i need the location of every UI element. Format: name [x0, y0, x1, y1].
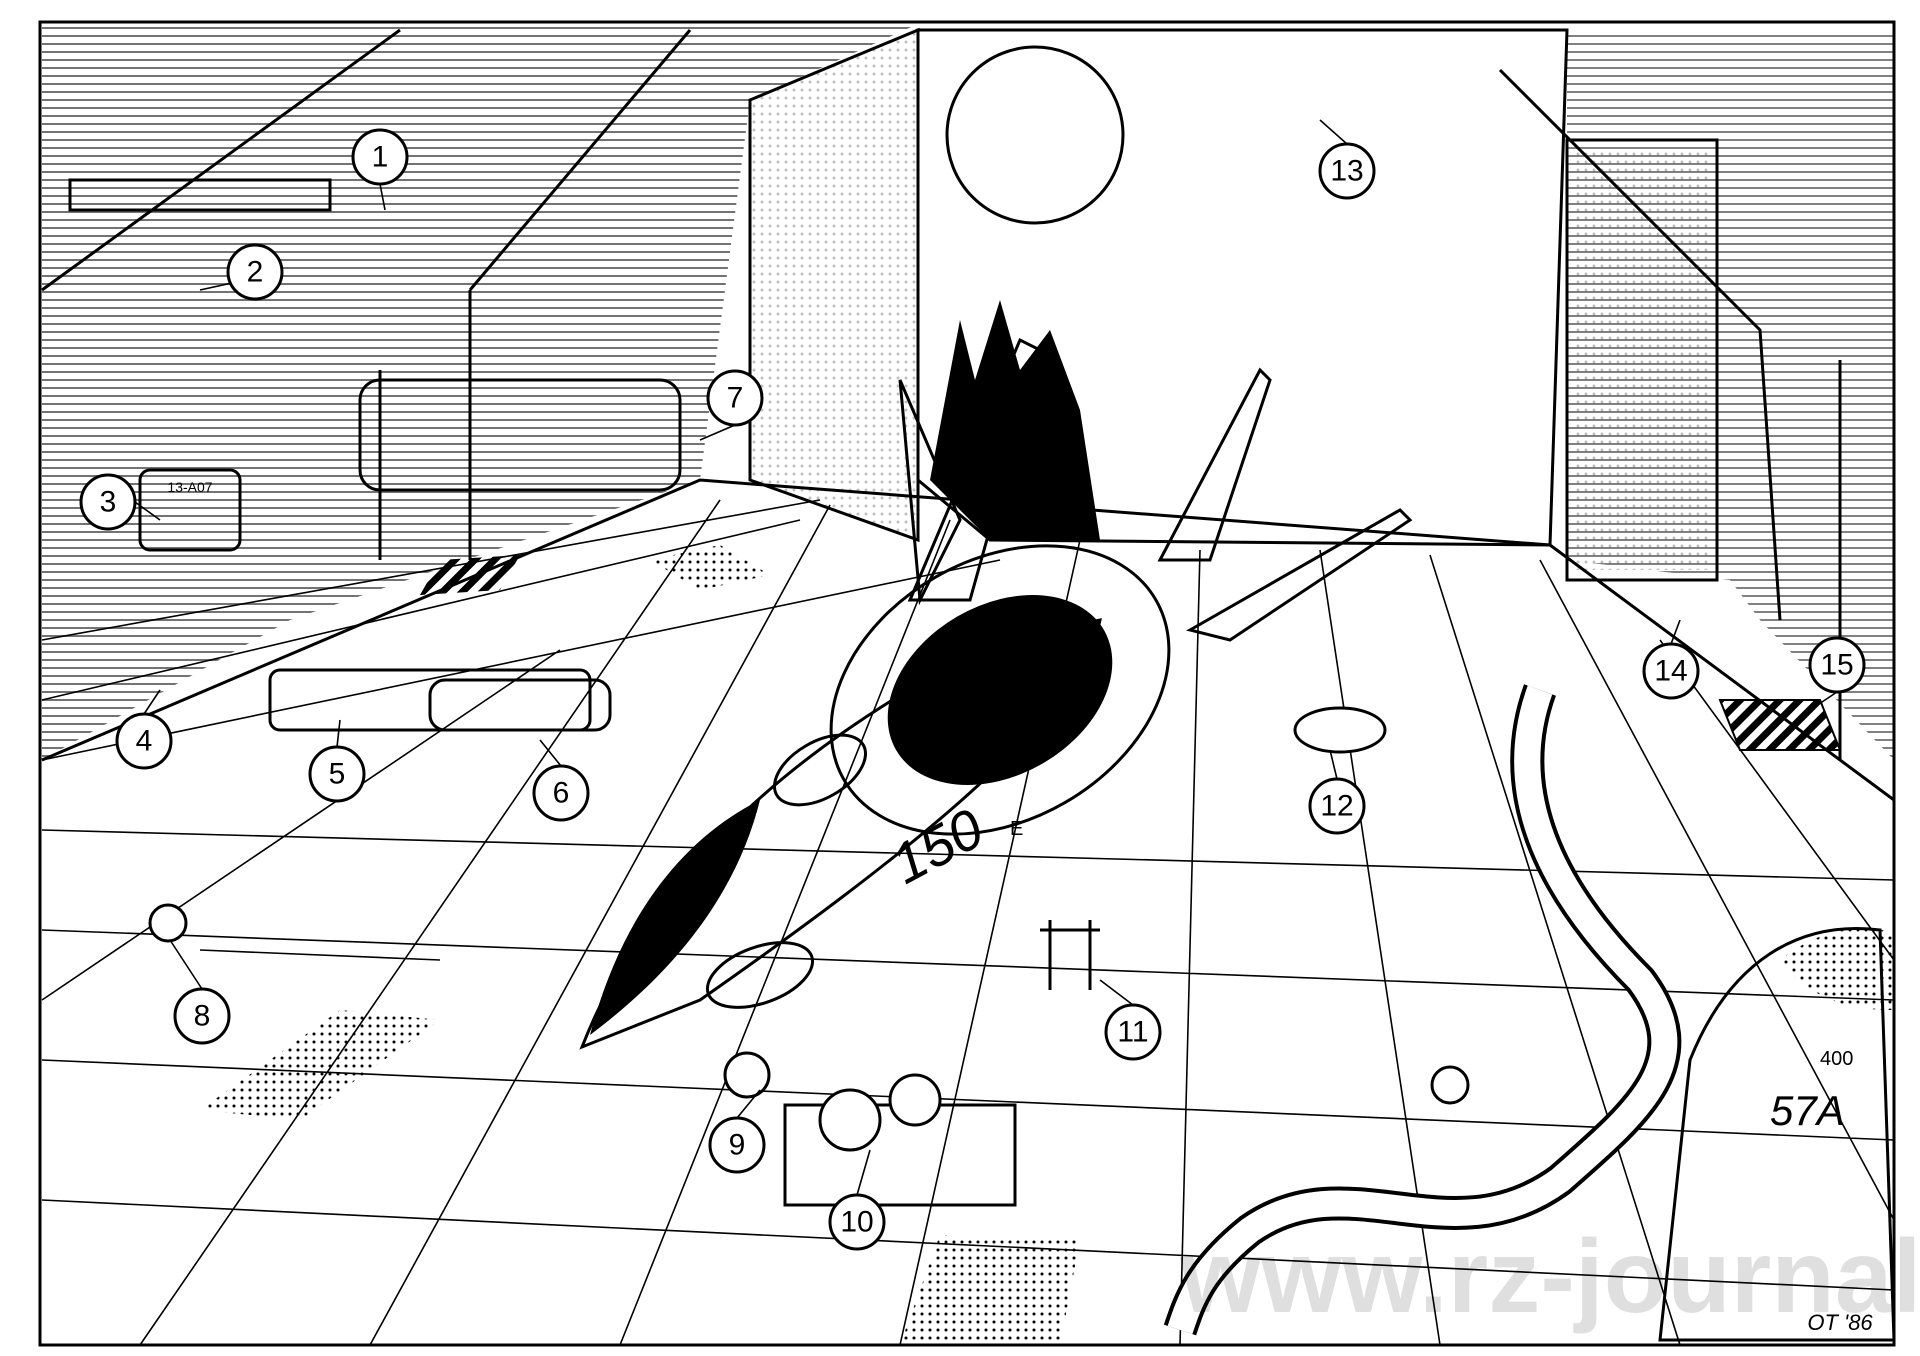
artist-signature: OT '86: [1807, 1310, 1873, 1335]
mountain-silhouette: [930, 300, 1100, 540]
ship-suffix: E: [1010, 818, 1023, 840]
svg-text:6: 6: [553, 777, 570, 810]
label-13: 13: [1318, 142, 1376, 200]
label-3: 3: [79, 473, 137, 531]
svg-text:13: 13: [1330, 155, 1363, 188]
label-4: 4: [115, 712, 173, 770]
svg-text:14: 14: [1654, 655, 1687, 688]
label-12: 12: [1308, 777, 1366, 835]
hangar-floor: [41, 478, 1895, 1346]
svg-text:10: 10: [840, 1206, 873, 1239]
watermark: www.rz-journal.de: [1179, 1219, 1920, 1335]
label-7: 7: [706, 369, 764, 427]
svg-text:11: 11: [1117, 1016, 1148, 1049]
label-11: 11: [1104, 1003, 1162, 1061]
label-15: 15: [1808, 636, 1866, 694]
label-10: 10: [828, 1193, 886, 1251]
control-console: [138, 468, 242, 552]
hull-number: 57A: [1770, 1087, 1845, 1134]
svg-text:8: 8: [194, 1000, 211, 1033]
svg-text:7: 7: [727, 382, 744, 415]
svg-text:15: 15: [1820, 649, 1853, 682]
star-sparkle: [1340, 400, 1420, 480]
label-8: 8: [173, 987, 231, 1045]
workstation: [358, 378, 682, 492]
label-9: 9: [708, 1116, 766, 1174]
svg-text:4: 4: [136, 725, 153, 758]
console-plate: 13-A07: [167, 479, 212, 495]
label-6: 6: [532, 764, 590, 822]
svg-text:1: 1: [372, 141, 389, 174]
label-1: 1: [351, 128, 409, 186]
label-5: 5: [308, 745, 366, 803]
center-bulkhead: [748, 27, 920, 543]
robots: [148, 706, 1470, 1152]
svg-text:5: 5: [329, 758, 346, 791]
svg-text:9: 9: [729, 1129, 746, 1162]
hull-code: 400: [1820, 1048, 1853, 1070]
svg-text:3: 3: [100, 486, 117, 519]
ship-number: 150: [881, 796, 993, 895]
docked-hull: 57A 400: [1658, 927, 1896, 1342]
svg-text:12: 12: [1320, 790, 1353, 823]
label-2: 2: [226, 243, 284, 301]
left-wall: 13-A07: [41, 24, 918, 760]
space-window: [916, 28, 1569, 547]
sun: [945, 45, 1125, 225]
vehicle-6: [428, 678, 612, 732]
right-wall: [1498, 30, 1894, 760]
svg-text:2: 2: [247, 256, 264, 289]
label-14: 14: [1642, 642, 1700, 700]
vehicle-5: [268, 668, 592, 732]
